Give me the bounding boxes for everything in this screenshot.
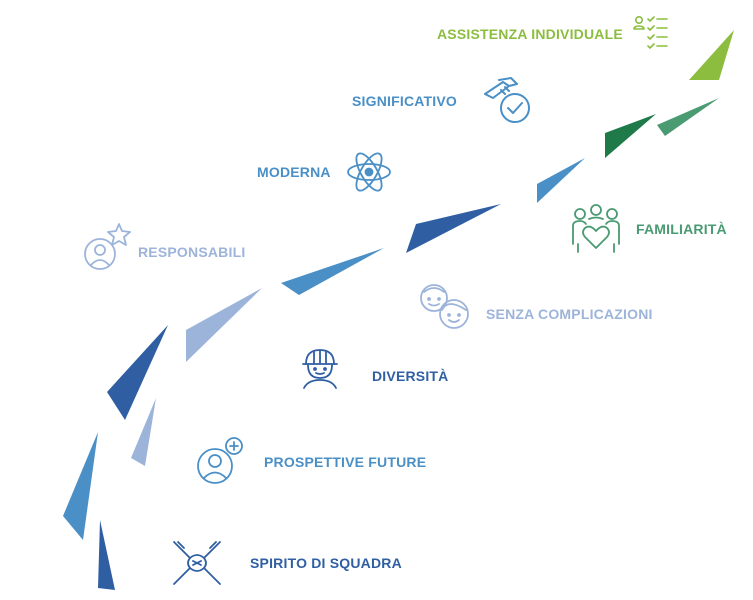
person-plus-icon (197, 437, 243, 484)
ribbon-segment (281, 248, 384, 295)
item-moderna: MODERNA (257, 148, 393, 196)
ribbon-segment (657, 98, 719, 136)
two-faces-icon (420, 284, 469, 329)
ribbon-segment (537, 158, 585, 203)
label-prospettive-future: PROSPETTIVE FUTURE (264, 454, 427, 470)
label-familiarita: FAMILIARITÀ (636, 221, 727, 237)
team-hands-icon (173, 541, 221, 585)
label-diversita: DIVERSITÀ (372, 368, 449, 384)
label-moderna: MODERNA (257, 164, 331, 180)
label-senza-complicazioni: SENZA COMPLICAZIONI (486, 306, 653, 322)
worker-helmet-icon (302, 349, 338, 389)
item-prospettive-future: PROSPETTIVE FUTURE (194, 436, 426, 488)
item-senza-complicazioni: SENZA COMPLICAZIONI (418, 282, 653, 332)
ribbon-segment (63, 432, 98, 540)
ribbon-segment (186, 288, 262, 362)
ribbon-segment (605, 114, 656, 158)
ribbon-segment (98, 520, 115, 590)
label-assistenza-individuale: ASSISTENZA INDIVIDUALE (437, 26, 623, 42)
label-responsabili: RESPONSABILI (138, 244, 246, 260)
atom-icon (346, 152, 391, 192)
family-heart-icon (572, 204, 620, 253)
item-assistenza-individuale: ASSISTENZA INDIVIDUALE (437, 14, 677, 54)
ribbon-segment (689, 30, 734, 80)
ribbon-segment (107, 325, 168, 420)
item-spirito-di-squadra: SPIRITO DI SQUADRA (172, 538, 402, 588)
person-star-icon (84, 223, 131, 270)
label-spirito-di-squadra: SPIRITO DI SQUADRA (250, 555, 402, 571)
handshake-check-icon (484, 77, 531, 123)
item-responsabili: RESPONSABILI (82, 222, 245, 274)
checklist-person-icon (633, 15, 668, 49)
ribbon-segment (131, 398, 156, 466)
label-significativo: SIGNIFICATIVO (352, 93, 458, 109)
item-diversita: DIVERSITÀ (300, 346, 448, 390)
item-significativo: SIGNIFICATIVO (352, 76, 533, 126)
ribbon-segment (406, 204, 501, 253)
item-familiarita: FAMILIARITÀ (570, 204, 727, 254)
